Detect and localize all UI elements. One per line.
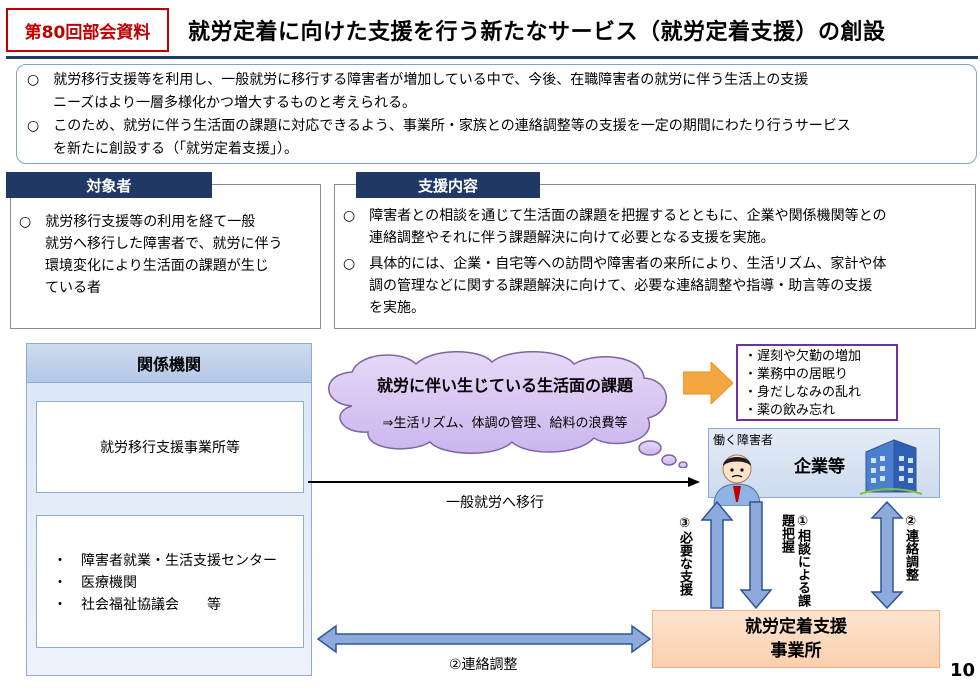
org-list-item: ・ 社会福祉協議会 等 [53, 597, 221, 613]
support-heading: 支援内容 [356, 172, 540, 198]
intro-text: ○ 就労移行支援等を利用し、一般就労に移行する障害者が増加している中で、今後、在… [27, 72, 809, 88]
building-icon [859, 439, 923, 495]
transition-arrow [308, 477, 700, 487]
coordination-vertical-arrow [870, 500, 904, 610]
transition-label: 一般就労へ移行 [446, 495, 544, 511]
support-box: ○ 障害者との相談を通じて生活面の課題を把握するとともに、企業や関係機関等との … [334, 184, 976, 329]
issue-item: ・遅刻や欠勤の増加 [744, 349, 862, 364]
intro-text: ニーズはより一層多様化かつ増大するものと考えられる。 [53, 95, 417, 111]
org-transition-support: 就労移行支援事業所等 [36, 401, 304, 493]
intro-text: ○ このため、就労に伴う生活面の課題に対応できるよう、事業所・家族との連絡調整等… [27, 118, 851, 134]
issues-box: ・遅刻や欠勤の増加 ・業務中の居眠り ・身だしなみの乱れ ・薬の飲み忘れ [736, 344, 898, 421]
org-list-box: ・ 障害者就業・生活支援センター ・ 医療機関 ・ 社会福祉協議会 等 [36, 515, 304, 648]
support-text: 連絡調整やそれに伴う課題解決に向けて必要となる支援を実施。 [369, 230, 775, 246]
company-label: 企業等 [794, 457, 845, 477]
cloud-subtitle: ⇒生活リズム、体調の管理、給料の浪費等 [382, 416, 628, 431]
support-text: を実施。 [369, 300, 425, 316]
coordination-right-label: ②連絡調整 [903, 514, 918, 581]
coordination-horizontal-arrow [316, 624, 652, 654]
target-text: ている者 [45, 280, 101, 296]
org-list-item: ・ 医療機関 [53, 575, 137, 591]
intro-box: ○ 就労移行支援等を利用し、一般就労に移行する障害者が増加している中で、今後、在… [16, 64, 977, 164]
target-box: ○ 就労移行支援等の利用を経て一般 就労へ移行した障害者で、就労に伴う 環境変化… [10, 184, 321, 329]
cloud-title: 就労に伴い生じている生活面の課題 [376, 376, 633, 395]
thought-cloud [328, 351, 688, 468]
consult-label: ①相談による課題把握 [779, 514, 810, 607]
orange-arrow-icon [683, 362, 733, 404]
intro-text: を新たに創設する（「就労定着支援」）。 [53, 141, 298, 157]
issue-item: ・業務中の居眠り [744, 367, 849, 382]
issue-item: ・薬の飲み忘れ [744, 403, 836, 418]
coordination-bottom-label: ②連絡調整 [449, 657, 518, 673]
support-up-arrow [700, 500, 734, 609]
employment-retention-office: 就労定着支援 事業所 [652, 610, 940, 668]
target-text: 環境変化により生活面の課題が生じ [45, 258, 269, 274]
support-label: ③必要な支援 [677, 516, 692, 596]
page-title: 就労定着に向けた支援を行う新たなサービス（就労定着支援）の創設 [188, 20, 886, 45]
target-heading: 対象者 [6, 172, 212, 198]
support-text: 調の管理などに関する課題解決に向けて、必要な連絡調整や指導・助言等の支援 [369, 278, 873, 294]
support-text: ○ 具体的には、企業・自宅等への訪問や障害者の来所により、生活リズム、家計や体 [343, 256, 887, 272]
office-name-line2: 事業所 [770, 641, 822, 661]
worker-label: 働く障害者 [713, 433, 774, 447]
related-orgs-title: 関係機関 [26, 343, 312, 383]
title-divider [6, 56, 978, 59]
support-text: ○ 障害者との相談を通じて生活面の課題を把握するとともに、企業や関係機関等との [343, 208, 887, 224]
consult-down-arrow [739, 501, 773, 610]
org-transition-support-label: 就労移行支援事業所等 [100, 440, 240, 456]
page-number: 10 [950, 660, 976, 681]
issue-item: ・身だしなみの乱れ [744, 385, 862, 400]
target-text: ○ 就労移行支援等の利用を経て一般 [19, 214, 256, 230]
org-list-item: ・ 障害者就業・生活支援センター [53, 553, 277, 569]
target-text: 就労へ移行した障害者で、就労に伴う [45, 236, 283, 252]
document-badge: 第80回部会資料 [6, 8, 169, 52]
worker-person-icon [713, 454, 761, 506]
office-name-line1: 就労定着支援 [745, 617, 847, 637]
